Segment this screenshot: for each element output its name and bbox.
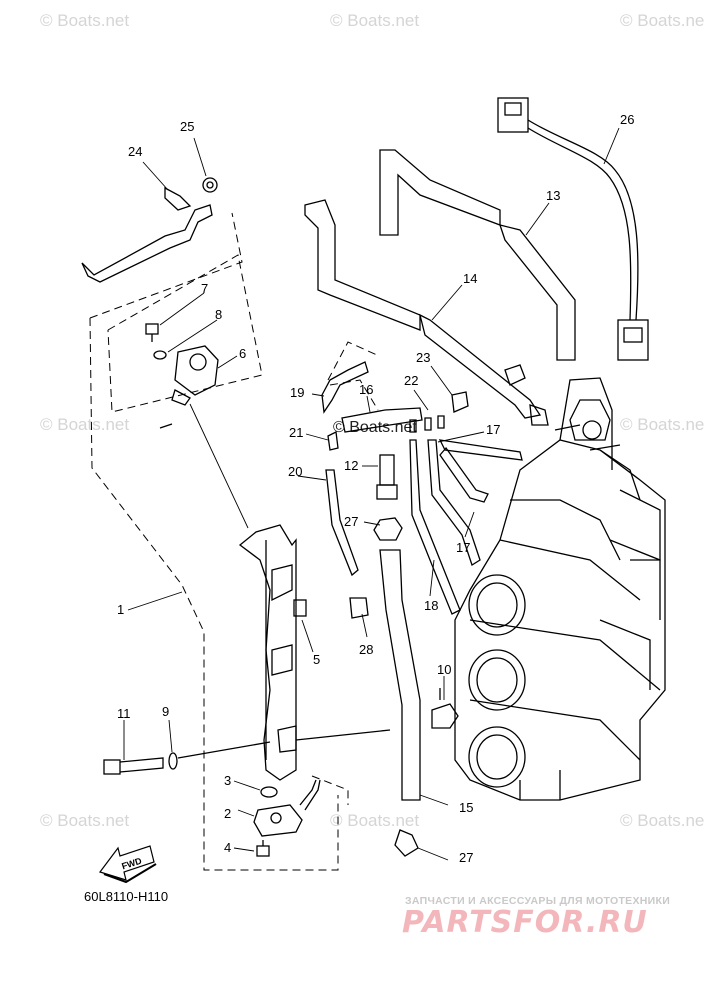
callout-15: 15 bbox=[459, 800, 473, 815]
callout-20: 20 bbox=[288, 464, 302, 479]
watermark-top-left: © Boats.net bbox=[40, 11, 129, 30]
watermark-bottom-center: © Boats.net bbox=[330, 811, 419, 830]
callout-18: 18 bbox=[424, 598, 438, 613]
brand-subtitle: ЗАПЧАСТИ И АКСЕССУАРЫ ДЛЯ МОТОТЕХНИКИ bbox=[405, 895, 671, 907]
callout-17a: 17 bbox=[486, 422, 500, 437]
hose-group-outline bbox=[89, 212, 243, 319]
callout-1: 1 bbox=[117, 602, 124, 617]
throttle-body-assembly bbox=[454, 377, 666, 801]
callout-22: 22 bbox=[404, 373, 418, 388]
callout-17b: 17 bbox=[456, 540, 470, 555]
harness-wire bbox=[497, 97, 649, 361]
callout-12: 12 bbox=[344, 458, 358, 473]
callout-27a: 27 bbox=[344, 514, 358, 529]
watermark-bottom-left: © Boats.net bbox=[40, 811, 129, 830]
bolt-assembly bbox=[103, 741, 271, 775]
regulator-assembly bbox=[145, 323, 249, 529]
callout-28: 28 bbox=[359, 642, 373, 657]
callout-23: 23 bbox=[416, 350, 430, 365]
callout-5: 5 bbox=[313, 652, 320, 667]
vent-hose-outline bbox=[327, 341, 378, 381]
callout-10: 10 bbox=[437, 662, 451, 677]
callout-7: 7 bbox=[201, 281, 208, 296]
fuel-rail-outline bbox=[89, 317, 339, 871]
callout-6: 6 bbox=[239, 346, 246, 361]
hoses-upper bbox=[304, 149, 576, 426]
callout-26: 26 bbox=[620, 112, 634, 127]
callout-25: 25 bbox=[180, 119, 194, 134]
callout-4: 4 bbox=[224, 840, 231, 855]
brand-logo: PARTSFOR.RU bbox=[402, 905, 648, 940]
leader-lines bbox=[123, 127, 620, 861]
callout-14: 14 bbox=[463, 271, 477, 286]
fwd-arrow-icon: FWD bbox=[99, 845, 157, 884]
watermark-top-right: © Boats.ne bbox=[620, 11, 704, 30]
callout-3: 3 bbox=[224, 773, 231, 788]
callouts: 1 2 3 4 5 6 7 8 9 10 11 12 13 14 15 16 1… bbox=[117, 112, 634, 865]
watermark-top-center: © Boats.net bbox=[330, 11, 419, 30]
regulator-group-outline bbox=[107, 254, 263, 413]
assembly-outlines bbox=[89, 212, 379, 871]
watermark-bottom-right: © Boats.ne bbox=[620, 811, 704, 830]
vent-hoses bbox=[321, 361, 523, 619]
callout-13: 13 bbox=[546, 188, 560, 203]
part-code: 60L8110-H110 bbox=[84, 889, 169, 904]
callout-2: 2 bbox=[224, 806, 231, 821]
callout-11: 11 bbox=[117, 706, 131, 721]
fuel-rail bbox=[238, 524, 391, 781]
callout-19: 19 bbox=[290, 385, 304, 400]
lower-fittings bbox=[253, 779, 321, 857]
vent-hose-outline-2 bbox=[329, 379, 379, 411]
fuel-hose-15 bbox=[373, 454, 421, 857]
hose-24 bbox=[81, 177, 218, 283]
watermarks: © Boats.net © Boats.net © Boats.ne © Boa… bbox=[40, 11, 704, 830]
callout-16: 16 bbox=[359, 382, 373, 397]
callout-9: 9 bbox=[162, 704, 169, 719]
callout-21: 21 bbox=[289, 425, 303, 440]
sensor-10 bbox=[431, 688, 459, 729]
callout-27b: 27 bbox=[459, 850, 473, 865]
callout-8: 8 bbox=[215, 307, 222, 322]
watermark-mid-left: © Boats.net bbox=[40, 415, 129, 434]
watermark-mid-right: © Boats.ne bbox=[620, 415, 704, 434]
callout-24: 24 bbox=[128, 144, 142, 159]
